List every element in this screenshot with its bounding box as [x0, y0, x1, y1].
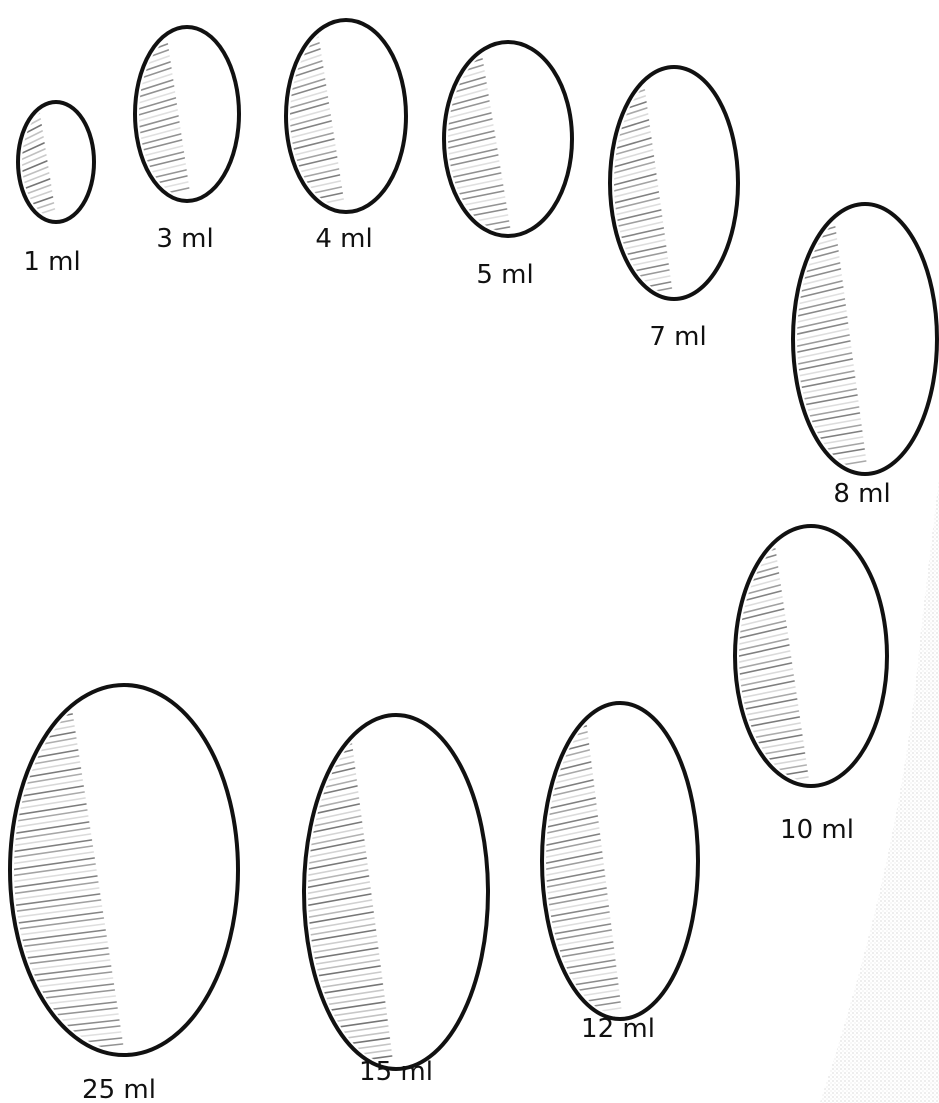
shading-hatch [135, 32, 189, 200]
oval-outline [610, 67, 738, 299]
shading-hatch [18, 107, 54, 221]
oval-outline [304, 715, 488, 1069]
shading-hatch [444, 47, 510, 239]
oval-12ml [542, 703, 698, 1020]
oval-15ml [304, 715, 488, 1069]
oval-outline [735, 526, 887, 786]
oval-outline [135, 27, 239, 201]
label-1ml: 1 ml [23, 247, 80, 277]
page-edge-texture [820, 480, 939, 1103]
oval-4ml [286, 20, 406, 212]
shading-hatch [10, 690, 123, 1056]
shading-hatch [286, 25, 343, 211]
label-8ml: 8 ml [833, 479, 890, 509]
oval-25ml [10, 685, 238, 1056]
label-10ml: 10 ml [780, 815, 854, 845]
shading-hatch [793, 209, 866, 473]
oval-outline [10, 685, 238, 1055]
label-3ml: 3 ml [156, 224, 213, 254]
label-25ml: 25 ml [82, 1075, 156, 1103]
ovals-layer [10, 20, 937, 1069]
oval-1ml [18, 102, 94, 222]
shading-hatch [542, 708, 621, 1020]
shading-hatch [304, 720, 392, 1068]
oval-3ml [135, 27, 239, 201]
label-5ml: 5 ml [476, 260, 533, 290]
label-12ml: 12 ml [581, 1014, 655, 1044]
oval-8ml [793, 204, 937, 474]
oval-5ml [444, 42, 572, 239]
shading-hatch [735, 531, 808, 789]
label-7ml: 7 ml [649, 322, 706, 352]
label-4ml: 4 ml [315, 224, 372, 254]
oval-outline [542, 703, 698, 1019]
shading-hatch [610, 72, 671, 300]
oval-outline [793, 204, 937, 474]
label-15ml: 15 ml [359, 1057, 433, 1087]
oval-7ml [610, 67, 738, 300]
oval-10ml [735, 526, 887, 789]
